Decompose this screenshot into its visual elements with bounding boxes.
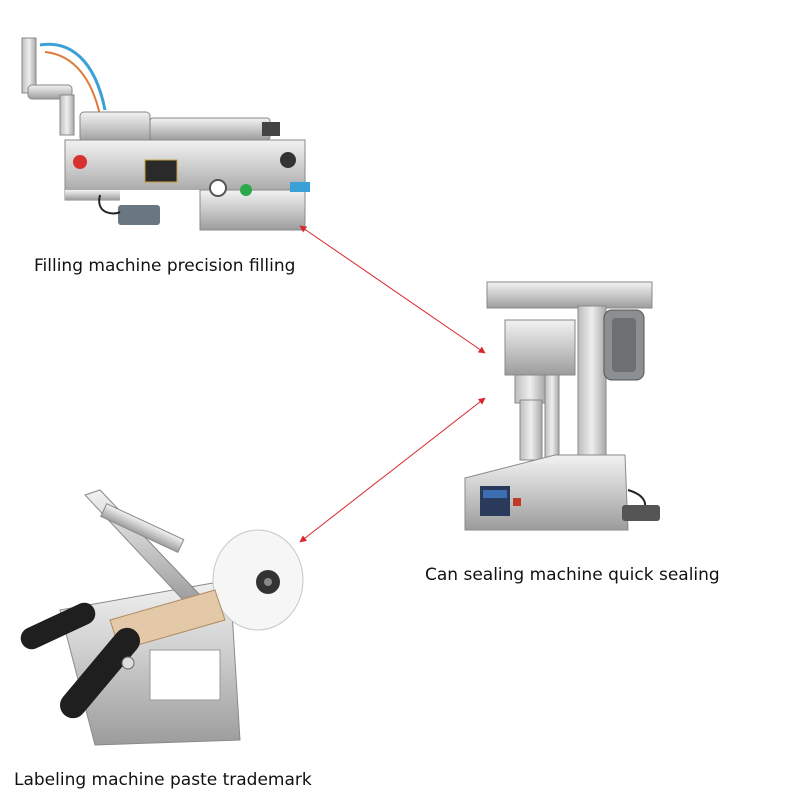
labeling-machine-caption: Labeling machine paste trademark: [14, 770, 312, 790]
filling-machine-caption: Filling machine precision filling: [34, 256, 296, 276]
connector-filling-sealing: [299, 225, 486, 354]
can-sealing-machine-illustration: [464, 281, 660, 531]
filling-machine-illustration: [21, 37, 310, 231]
labeling-machine-illustration: [20, 489, 304, 746]
connector-sealing-labeling: [299, 397, 486, 543]
can-sealing-machine-caption: Can sealing machine quick sealing: [425, 565, 720, 585]
